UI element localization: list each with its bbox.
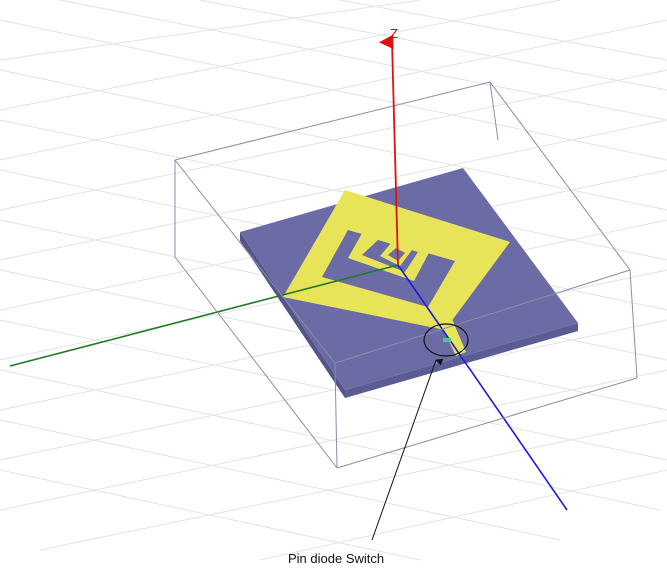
pin-diode-highlight — [423, 323, 469, 357]
substrate-side-front — [345, 323, 578, 398]
x-axis — [9, 264, 399, 367]
coordinate-axes: Z — [9, 26, 568, 511]
z-axis — [379, 34, 399, 266]
z-axis-label: Z — [390, 26, 398, 41]
y-axis — [397, 264, 568, 511]
annotation-arrow — [371, 358, 444, 541]
pin-diode-device — [443, 338, 451, 342]
patch-core — [388, 248, 405, 261]
substrate-side-left — [240, 232, 345, 398]
annotation: Pin diode Switch — [288, 358, 444, 566]
airbox-front — [174, 159, 638, 469]
fractal-patch — [283, 190, 510, 356]
airbox-back — [174, 81, 631, 271]
annotation-label: Pin diode Switch — [288, 551, 384, 566]
pin-diode-circle — [423, 323, 469, 357]
